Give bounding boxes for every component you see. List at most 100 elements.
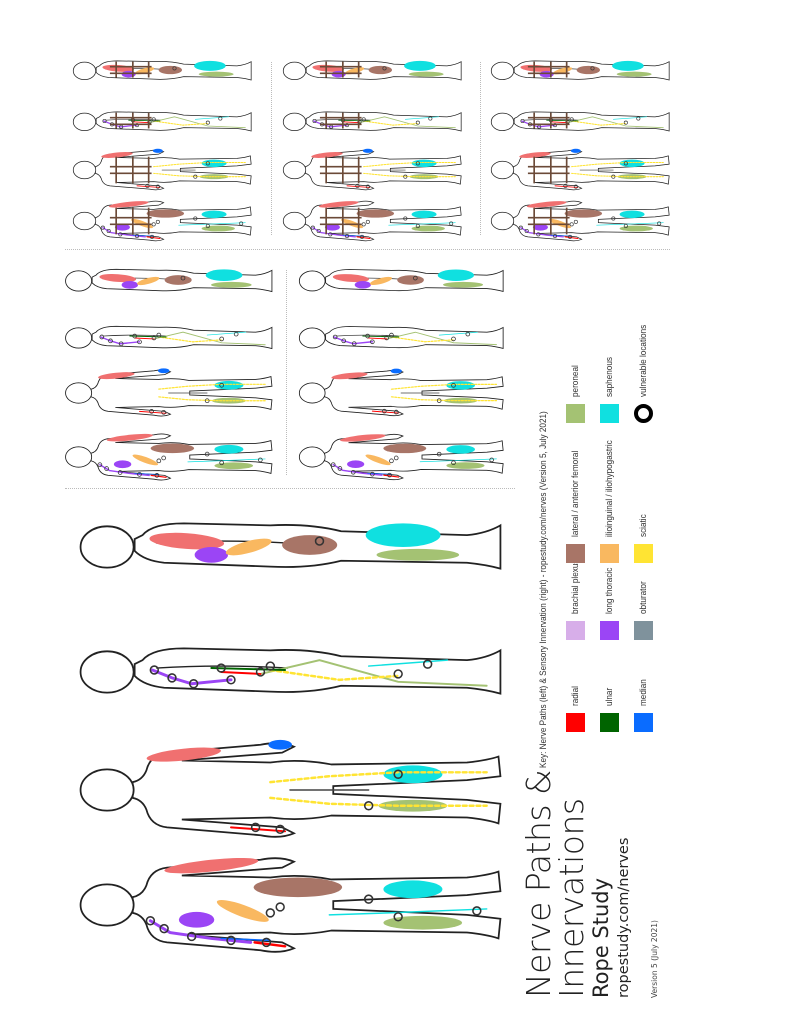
vulnerable-location-marker bbox=[332, 334, 338, 340]
rope-harness bbox=[319, 61, 362, 78]
sciatic-nerve-path bbox=[571, 120, 627, 126]
vulnerable-location-marker bbox=[393, 769, 403, 779]
figure-patches bbox=[312, 60, 444, 78]
body-figure-front bbox=[282, 200, 462, 242]
body-outline bbox=[305, 111, 462, 132]
radial-sensory-area bbox=[519, 152, 551, 158]
website-url: ropestudy.com/nerves bbox=[616, 837, 632, 998]
vulnerable-location-marker bbox=[145, 183, 150, 188]
peroneal-area bbox=[616, 71, 652, 77]
vulnerable-location-marker bbox=[167, 673, 177, 683]
head-outline bbox=[298, 327, 326, 349]
peroneal-nerve-path bbox=[153, 331, 266, 346]
vulnerable-location-marker bbox=[365, 184, 370, 189]
legend-label: saphenous bbox=[604, 357, 615, 397]
median-sensory-area bbox=[390, 368, 402, 374]
legend-item: median bbox=[634, 675, 653, 732]
rope-harness bbox=[527, 112, 570, 129]
head-outline bbox=[490, 211, 515, 231]
vulnerable-location-marker bbox=[537, 124, 542, 129]
saphenous-area bbox=[404, 60, 436, 71]
peroneal-area bbox=[211, 281, 252, 288]
sciatic-nerve-path bbox=[269, 668, 400, 682]
saphenous-area bbox=[411, 159, 437, 168]
arm-outline bbox=[336, 334, 401, 337]
rope-harness bbox=[527, 207, 570, 235]
vulnerable-location-marker bbox=[403, 216, 408, 221]
vulnerable-location-marker bbox=[387, 472, 392, 478]
head-outline bbox=[65, 270, 93, 292]
vulnerable-location-marker bbox=[361, 117, 366, 122]
figure-patches bbox=[102, 60, 234, 78]
femoral-area bbox=[158, 65, 182, 75]
vulnerable-location-marker bbox=[205, 224, 210, 228]
body-figure-front bbox=[79, 857, 502, 953]
title-block: Nerve Paths & Innervations Rope Study ro… bbox=[519, 758, 660, 998]
head-outline bbox=[65, 327, 93, 349]
vulnerable-location-marker bbox=[363, 801, 374, 811]
vulnerable-location-marker bbox=[106, 229, 111, 233]
rope-harness bbox=[527, 61, 570, 78]
body-figure-back bbox=[490, 148, 670, 191]
femoral-area bbox=[356, 209, 395, 218]
vulnerable-location-marker bbox=[563, 183, 568, 188]
vulnerable-location-marker bbox=[119, 124, 124, 129]
vulnerable-location-marker bbox=[312, 119, 317, 123]
body-figure-back bbox=[79, 739, 502, 838]
divider-horizontal-1 bbox=[286, 270, 287, 475]
median-nerve-path bbox=[550, 234, 572, 237]
peroneal-area bbox=[376, 548, 460, 561]
vulnerable-location-marker bbox=[216, 663, 226, 673]
long-thoracic-area bbox=[178, 911, 215, 928]
vulnerable-location-marker bbox=[156, 458, 162, 464]
body-outline bbox=[95, 111, 252, 132]
vulnerable-location-marker bbox=[569, 117, 574, 122]
figure-patches bbox=[99, 331, 266, 347]
vulnerable-location-marker bbox=[370, 339, 375, 345]
vulnerable-location-marker bbox=[145, 916, 156, 926]
vulnerable-location-marker bbox=[97, 462, 103, 468]
radial-nerve-path bbox=[550, 121, 568, 124]
saphenous-area bbox=[194, 60, 226, 71]
radial-sensory-area bbox=[318, 201, 359, 208]
femoral-area bbox=[150, 443, 195, 454]
legend-swatch bbox=[600, 544, 619, 563]
vulnerable-location-marker bbox=[436, 451, 442, 457]
saphenous-nerve-path bbox=[388, 222, 456, 226]
vulnerable-location-marker bbox=[193, 174, 198, 179]
vulnerable-location-marker bbox=[226, 935, 236, 946]
vulnerable-location-marker bbox=[415, 161, 420, 166]
figure-patches bbox=[97, 433, 266, 478]
head-outline bbox=[282, 112, 307, 131]
vulnerable-location-marker bbox=[172, 66, 177, 71]
figure-patches bbox=[146, 739, 488, 835]
sciatic-nerve-path bbox=[158, 396, 266, 402]
vulnerable-location-marker bbox=[422, 659, 433, 669]
saphenous-nerve-path bbox=[596, 222, 664, 226]
median-nerve-path bbox=[132, 234, 154, 237]
vulnerable-location-marker bbox=[536, 232, 541, 237]
sciatic-nerve-path bbox=[158, 336, 223, 343]
femoral-area bbox=[383, 443, 427, 454]
head-outline bbox=[72, 61, 97, 80]
peroneal-area bbox=[411, 225, 445, 232]
peroneal-area bbox=[443, 397, 478, 404]
vulnerable-location-marker bbox=[154, 473, 160, 478]
rope-harness bbox=[319, 156, 362, 184]
ulnar-nerve-path bbox=[100, 336, 141, 345]
vulnerable-location-marker bbox=[186, 931, 197, 942]
head-outline bbox=[298, 446, 326, 468]
vulnerable-location-marker bbox=[573, 219, 578, 224]
body-figure-back bbox=[298, 368, 504, 417]
vulnerable-location-marker bbox=[365, 219, 370, 224]
vulnerable-location-marker bbox=[219, 460, 224, 466]
sciatic-nerve-path bbox=[363, 172, 456, 178]
vulnerable-location-marker bbox=[239, 221, 244, 226]
body-figure-side2 bbox=[490, 60, 670, 81]
vulnerable-location-marker bbox=[611, 216, 616, 221]
vulnerable-location-marker bbox=[329, 124, 334, 129]
figure-patches bbox=[98, 368, 266, 415]
vulnerable-location-marker bbox=[118, 341, 124, 347]
peroneal-area bbox=[201, 225, 235, 232]
femoral-area bbox=[282, 535, 338, 555]
